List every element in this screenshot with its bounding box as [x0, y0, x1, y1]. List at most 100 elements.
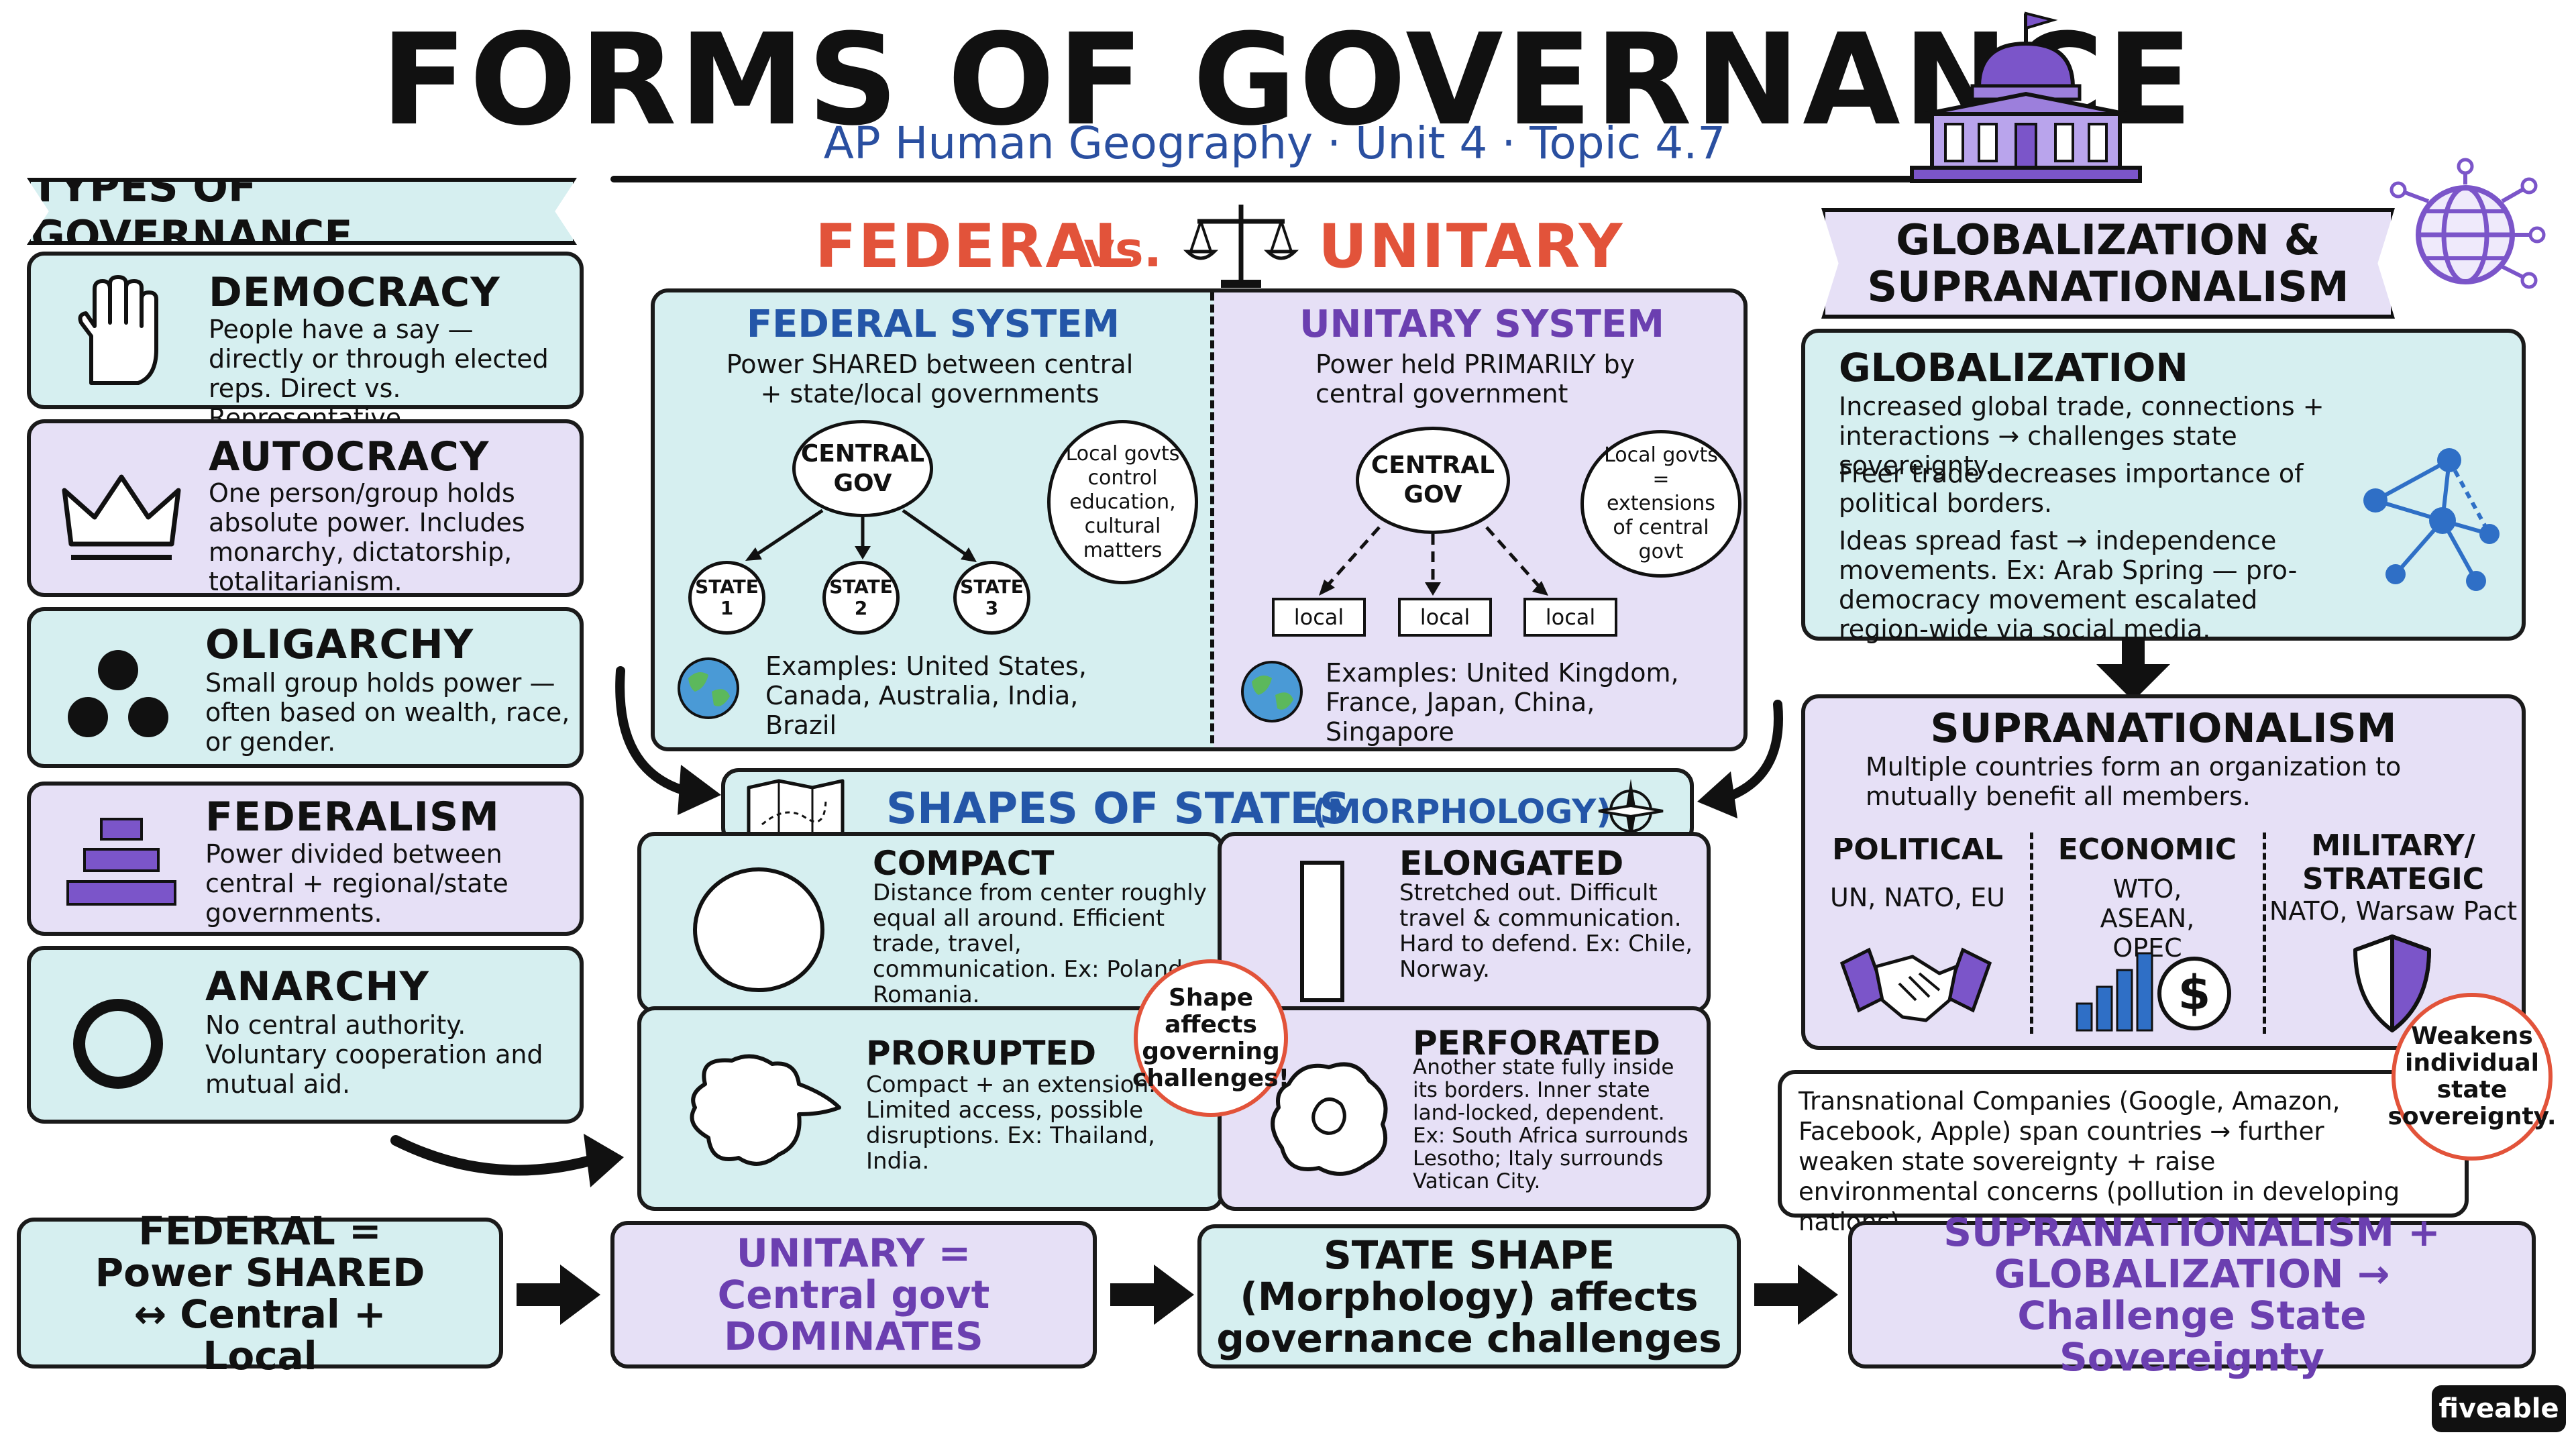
shape-name: PERFORATED: [1413, 1024, 1661, 1063]
globe-icon: [678, 657, 739, 719]
type-card-democracy: DEMOCRACY People have a say — directly o…: [27, 252, 584, 433]
brand-label: fiveable: [2438, 1393, 2559, 1424]
raised-hand-icon: [78, 275, 158, 385]
unitary-speech-bubble: Local govts = extensions of central govt: [1580, 430, 1741, 578]
globalization-point: Increased global trade, connections + in…: [1839, 392, 2324, 480]
shapes-header: SHAPES OF STATES (MORPHOLOGY): [721, 768, 1694, 845]
curved-arrow-icon: [1697, 700, 1783, 818]
shape-desc: Another state fully inside its borders. …: [1413, 1055, 1688, 1193]
type-name: OLIGARCHY: [205, 621, 474, 668]
supra-col-head: ECONOMIC: [2057, 833, 2237, 867]
federal-state-node: STATE 3: [953, 561, 1030, 635]
types-heading: TYPES OF GOVERNANCE: [27, 178, 577, 245]
fedvsuni-panel: FEDERAL SYSTEM Power SHARED between cent…: [651, 288, 1748, 751]
type-card-oligarchy: OLIGARCHY Small group holds power — ofte…: [27, 607, 584, 768]
shapes-title-sub: (MORPHOLOGY): [1312, 792, 1612, 831]
shape-name: ELONGATED: [1399, 844, 1624, 883]
type-card-anarchy: ANARCHY No central authority. Voluntary …: [27, 946, 584, 1124]
unitary-title: UNITARY SYSTEM: [1299, 303, 1664, 346]
summary-text: FEDERAL = Power SHARED ↔ Central + Local: [95, 1208, 425, 1379]
summary-box-shape: STATE SHAPE (Morphology) affects governa…: [1197, 1224, 1741, 1368]
supranationalism-desc: Multiple countries form an organization …: [1866, 752, 2402, 811]
page-subtitle: AP Human Geography · Unit 4 · Topic 4.7: [823, 117, 1726, 169]
shapes-title: SHAPES OF STATES: [886, 784, 1350, 834]
unitary-arrows: [1319, 526, 1548, 596]
federal-arrows: [745, 508, 977, 562]
page-title: FORMS OF GOVERNANCE: [380, 7, 2196, 154]
federal-desc: Power SHARED between central + state/loc…: [726, 350, 1134, 409]
title-underline: [610, 176, 1966, 182]
type-name: FEDERALISM: [205, 794, 500, 841]
type-card-federalism: FEDERALISM Power divided between central…: [27, 782, 584, 936]
transnational-text: Transnational Companies (Google, Amazon,…: [1799, 1087, 2400, 1236]
supra-col-body: UN, NATO, EU: [1830, 883, 2005, 912]
fedvsuni-right-title: UNITARY: [1318, 211, 1625, 282]
supra-col-body: WTO, ASEAN, OPEC: [2100, 874, 2195, 963]
transnational-card: Transnational Companies (Google, Amazon,…: [1778, 1070, 2469, 1236]
type-card-autocracy: AUTOCRACY One person/group holds absolut…: [27, 419, 584, 597]
globalization-header-label: GLOBALIZATION & SUPRANATIONALISM: [1867, 215, 2349, 311]
shield-icon: [2353, 934, 2431, 1032]
compact-shape-icon: [693, 867, 824, 992]
summary-text: SUPRANATIONALISM + GLOBALIZATION → Chall…: [1943, 1210, 2440, 1380]
shape-card-perforated: PERFORATED Another state fully inside it…: [1218, 1006, 1711, 1211]
globalization-title: GLOBALIZATION: [1839, 345, 2188, 390]
federal-title: FEDERAL SYSTEM: [746, 303, 1120, 346]
shape-desc: Stretched out. Difficult travel & commun…: [1399, 879, 1693, 983]
summary-box-unitary: UNITARY = Central govt DOMINATES: [610, 1221, 1097, 1368]
type-desc: Power divided between central + regional…: [205, 839, 508, 928]
summary-box-federal: FEDERAL = Power SHARED ↔ Central + Local: [17, 1210, 503, 1377]
unitary-local-node: local: [1272, 598, 1366, 637]
circle-icon: [73, 999, 163, 1089]
layers-icon: [66, 818, 176, 906]
shape-desc: Compact + an extension. Limited access, …: [866, 1071, 1156, 1175]
bar-chart-dollar-icon: $: [2076, 952, 2231, 1032]
supra-col-body: NATO, Warsaw Pact: [2269, 896, 2518, 926]
unitary-desc: Power held PRIMARILY by central governme…: [1316, 350, 1635, 409]
shape-name: COMPACT: [873, 844, 1055, 883]
three-dots-icon: [68, 650, 168, 737]
type-desc: One person/group holds absolute power. I…: [209, 478, 525, 596]
summary-text: UNITARY = Central govt DOMINATES: [717, 1230, 990, 1359]
federal-central-node: CENTRAL GOV: [792, 420, 933, 517]
supra-col-head: POLITICAL: [1832, 833, 2003, 867]
prorupted-shape-icon: [690, 1054, 841, 1166]
supranationalism-card: SUPRANATIONALISM Multiple countries form…: [1801, 694, 2526, 1050]
node-label: CENTRAL GOV: [1371, 451, 1495, 508]
shape-name: PRORUPTED: [866, 1034, 1097, 1073]
scales-icon: [1183, 205, 1299, 288]
type-desc: People have a say — directly or through …: [209, 315, 549, 433]
shape-callout-bubble: Shape affects governing challenges!: [1132, 959, 1289, 1117]
supra-col-head: MILITARY/ STRATEGIC: [2302, 828, 2485, 896]
federal-state-node: STATE 1: [688, 561, 765, 635]
globalization-point: Freer trade decreases importance of poli…: [1839, 459, 2304, 518]
supranationalism-title: SUPRANATIONALISM: [1930, 705, 2397, 752]
capitol-building-icon: [1910, 11, 2142, 183]
shape-card-compact: COMPACT Distance from center roughly equ…: [637, 832, 1224, 1013]
globalization-card: GLOBALIZATION Increased global trade, co…: [1801, 329, 2526, 644]
right-arrow-icon: [1754, 1265, 1838, 1325]
summary-text: STATE SHAPE (Morphology) affects governa…: [1216, 1232, 1722, 1361]
network-nodes-icon: [2363, 448, 2500, 591]
globalization-point: Ideas spread fast → independence movemen…: [1839, 526, 2298, 644]
type-desc: No central authority. Voluntary cooperat…: [205, 1010, 543, 1099]
type-name: DEMOCRACY: [209, 269, 500, 316]
type-desc: Small group holds power — often based on…: [205, 668, 570, 757]
elongated-shape-icon: [1300, 861, 1344, 1002]
brand-badge: fiveable: [2432, 1385, 2566, 1432]
type-name: AUTOCRACY: [209, 433, 490, 480]
perforated-shape-icon: [1271, 1062, 1388, 1176]
shape-card-elongated: ELONGATED Stretched out. Difficult trave…: [1218, 832, 1711, 1013]
network-globe-icon: [2390, 158, 2546, 289]
federal-speech-bubble: Local govts control education, cultural …: [1047, 420, 1198, 584]
curved-arrow-icon: [615, 666, 721, 815]
curved-arrow-icon: [390, 1134, 624, 1187]
compass-icon: [1598, 779, 1664, 843]
unitary-central-node: CENTRAL GOV: [1356, 427, 1510, 534]
svg-text:$: $: [2178, 965, 2211, 1020]
globe-icon: [1241, 661, 1303, 722]
unitary-examples: Examples: United Kingdom, France, Japan,…: [1326, 658, 1679, 747]
fedvsuni-left-title: FEDERAL: [815, 211, 1135, 282]
handshake-icon: [1839, 947, 1992, 1022]
shape-card-prorupted: PRORUPTED Compact + an extension. Limite…: [637, 1006, 1224, 1211]
